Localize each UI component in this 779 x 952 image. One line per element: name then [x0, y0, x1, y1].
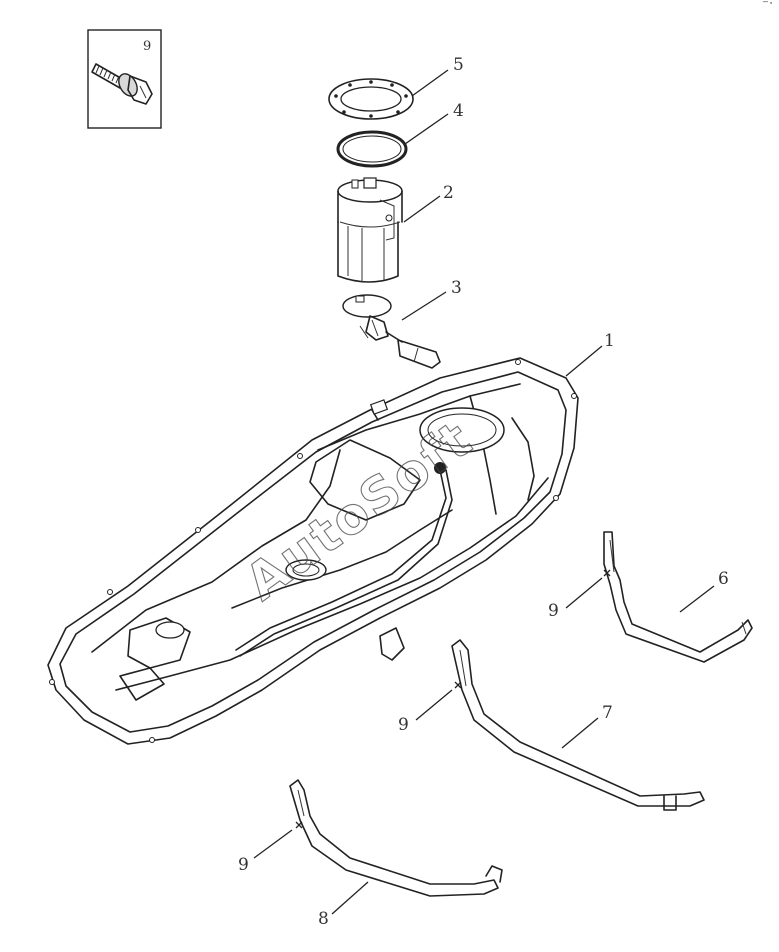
callout-strap-middle: 7	[602, 703, 613, 723]
callout-bolt-strap-7: 9	[398, 715, 409, 735]
lock-ring[interactable]	[328, 78, 414, 120]
seal-ring[interactable]	[336, 130, 408, 168]
corner-mark: ⁻ˑ	[762, 0, 773, 12]
callout-strap-right: 6	[718, 569, 729, 589]
bolt-icon	[91, 63, 153, 105]
fuel-level-sender[interactable]	[342, 294, 441, 369]
callout-seal-ring: 4	[453, 101, 464, 121]
callout-bolt-strap-8: 9	[238, 855, 249, 875]
callout-strap-left: 8	[318, 909, 329, 929]
strap-right[interactable]	[603, 531, 753, 663]
fuel-tank[interactable]	[47, 357, 579, 745]
bolt-mark-7	[454, 681, 462, 689]
inset-label: 9	[143, 39, 151, 54]
bolt-inset[interactable]: 9	[87, 29, 162, 129]
callout-pump-module: 2	[443, 183, 454, 203]
watermark: AutoSoft	[235, 409, 483, 611]
callout-tank: 1	[604, 331, 615, 351]
bolt-mark-8	[295, 821, 303, 829]
callout-lock-ring: 5	[453, 55, 464, 75]
strap-left[interactable]	[289, 779, 503, 897]
callout-bolt-strap-6: 9	[548, 601, 559, 621]
bolt-mark-6	[603, 569, 611, 577]
callout-level-sender: 3	[451, 278, 462, 298]
leader-lines	[253, 69, 715, 915]
strap-middle[interactable]	[451, 639, 705, 811]
fuel-pump-module[interactable]	[337, 177, 403, 283]
